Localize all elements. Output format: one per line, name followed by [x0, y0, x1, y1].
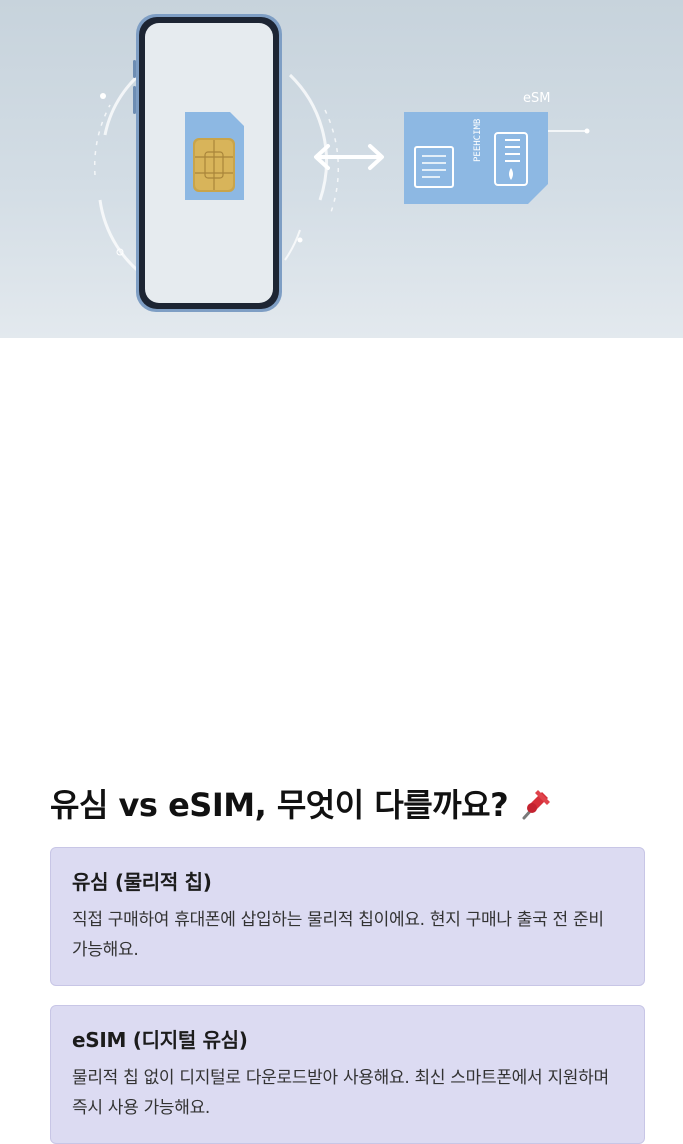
esim-label: eSM [523, 91, 550, 106]
ring-dot [116, 248, 124, 256]
double-arrow-icon [314, 144, 384, 170]
card-usim-description: 직접 구매하여 휴대폰에 삽입하는 물리적 칩이에요. 현지 구매나 출국 전 … [72, 910, 604, 960]
esim-card-text: PEEHCIMB [473, 119, 483, 162]
page-title-text: 유심 vs eSIM, 무엇이 다를까요? [50, 786, 509, 824]
card-esim: eSIM (디지털 유심) 물리적 칩 없이 디지털로 다운로드받아 사용해요.… [50, 1005, 645, 1144]
card-usim: 유심 (물리적 칩) 직접 구매하여 휴대폰에 삽입하는 물리적 칩이에요. 현… [50, 847, 645, 986]
card-esim-description: 물리적 칩 없이 디지털로 다운로드받아 사용해요. 최신 스마트폰에서 지원하… [72, 1068, 609, 1118]
hero-illustration: PEEHCIMB eSM [0, 0, 683, 338]
ring-dot [100, 93, 106, 99]
ring-dot [297, 237, 303, 243]
pushpin-icon [522, 790, 551, 820]
card-usim-title: 유심 (물리적 칩) [72, 870, 212, 894]
esim-card: PEEHCIMB [404, 112, 590, 204]
hero-svg: PEEHCIMB eSM [93, 14, 590, 312]
physical-sim-card [185, 112, 244, 200]
page-title: 유심 vs eSIM, 무엇이 다를까요? [50, 780, 556, 826]
card-esim-title: eSIM (디지털 유심) [72, 1028, 248, 1052]
